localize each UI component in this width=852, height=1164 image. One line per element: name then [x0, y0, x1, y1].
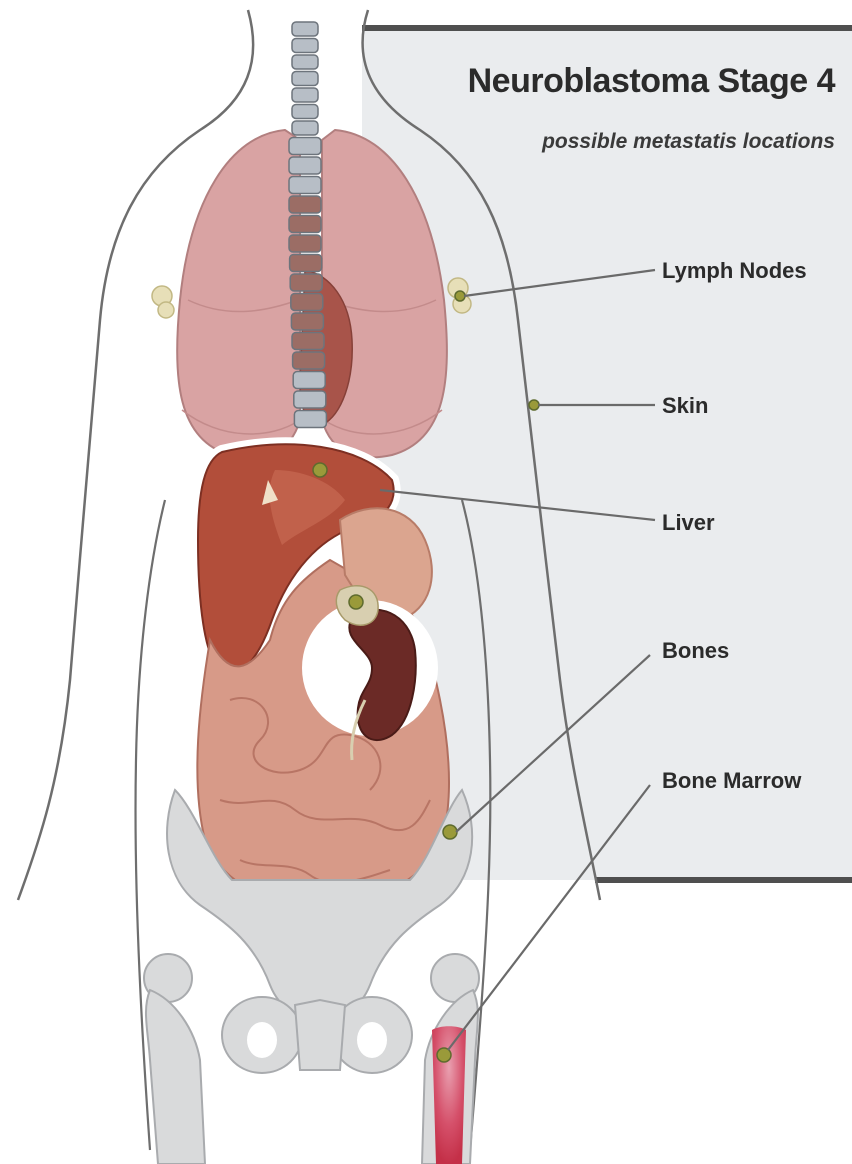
label-bones: Bones: [662, 638, 729, 663]
vertebra: [290, 274, 322, 291]
vertebra: [291, 313, 323, 330]
vertebra: [291, 294, 323, 311]
vertebra: [292, 72, 318, 86]
vertebra: [292, 39, 318, 53]
skin-marker: [529, 400, 539, 410]
vertebra: [293, 352, 325, 369]
bone-marker: [443, 825, 457, 839]
vertebra: [292, 55, 318, 69]
vertebra: [294, 391, 326, 408]
label-skin: Skin: [662, 393, 708, 418]
diagram-subtitle: possible metastatis locations: [541, 130, 835, 153]
vertebra: [289, 157, 321, 174]
vertebra: [293, 372, 325, 389]
diagram-title: Neuroblastoma Stage 4: [468, 62, 836, 100]
vertebra: [289, 235, 321, 252]
vertebra: [292, 22, 318, 36]
vertebra: [290, 255, 322, 272]
vertebra: [292, 105, 318, 119]
vertebra: [289, 196, 321, 213]
vertebra: [294, 411, 326, 428]
vertebra: [289, 138, 321, 155]
label-lymph-nodes: Lymph Nodes: [662, 258, 807, 283]
vertebra: [292, 88, 318, 102]
vertebra: [289, 177, 321, 194]
vertebra: [289, 216, 321, 233]
vertebra: [292, 333, 324, 350]
vertebra: [292, 121, 318, 135]
label-liver: Liver: [662, 510, 715, 535]
spine: [289, 22, 326, 428]
label-bone-marrow: Bone Marrow: [662, 768, 802, 793]
